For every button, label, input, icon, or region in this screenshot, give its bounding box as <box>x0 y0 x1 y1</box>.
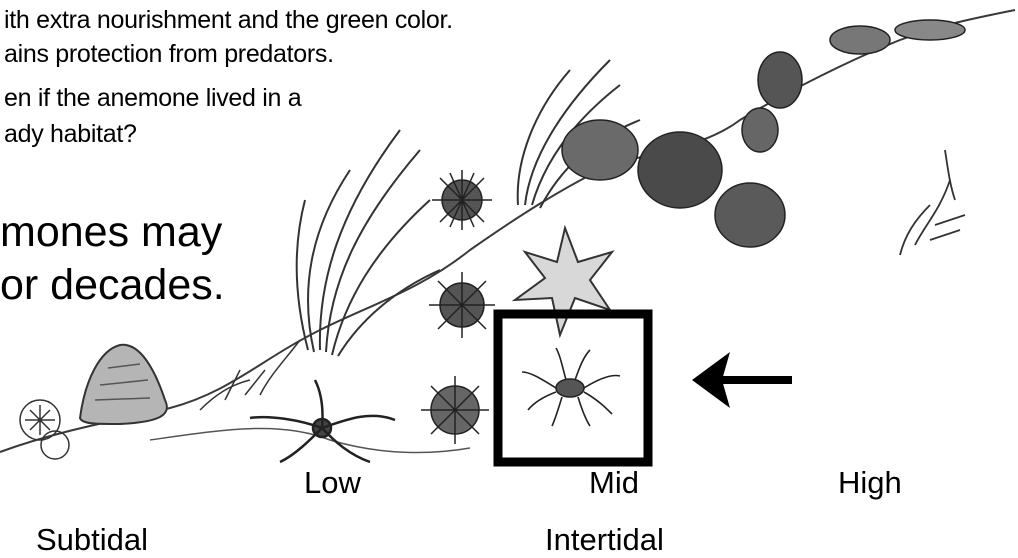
text-line-1: ith extra nourishment and the green colo… <box>4 4 453 36</box>
text-line-3: en if the anemone lived in a <box>4 82 301 114</box>
big-text-line-2: or decades. <box>0 261 225 309</box>
text-line-2: ains protection from predators. <box>4 38 334 70</box>
zone-label-high: High <box>838 465 902 501</box>
text-line-4: ady habitat? <box>4 118 137 150</box>
urchin-1 <box>432 170 492 230</box>
anemone <box>522 348 620 426</box>
zone-label-mid: Mid <box>589 465 639 501</box>
big-text-line-1: mones may <box>0 208 222 256</box>
zone-label-subtidal: Subtidal <box>36 522 148 558</box>
sea-star <box>515 228 612 335</box>
urchin-2 <box>429 272 495 338</box>
rock-barnacles <box>80 345 167 424</box>
high-zone-plant <box>900 150 965 255</box>
mussel-clusters <box>562 20 965 247</box>
zone-label-intertidal: Intertidal <box>545 522 664 558</box>
zone-label-low: Low <box>304 465 361 501</box>
shell-lower-left <box>20 400 69 459</box>
eelgrass-left <box>297 130 440 356</box>
left-arrow-icon <box>692 352 792 408</box>
urchin-3 <box>421 376 489 444</box>
